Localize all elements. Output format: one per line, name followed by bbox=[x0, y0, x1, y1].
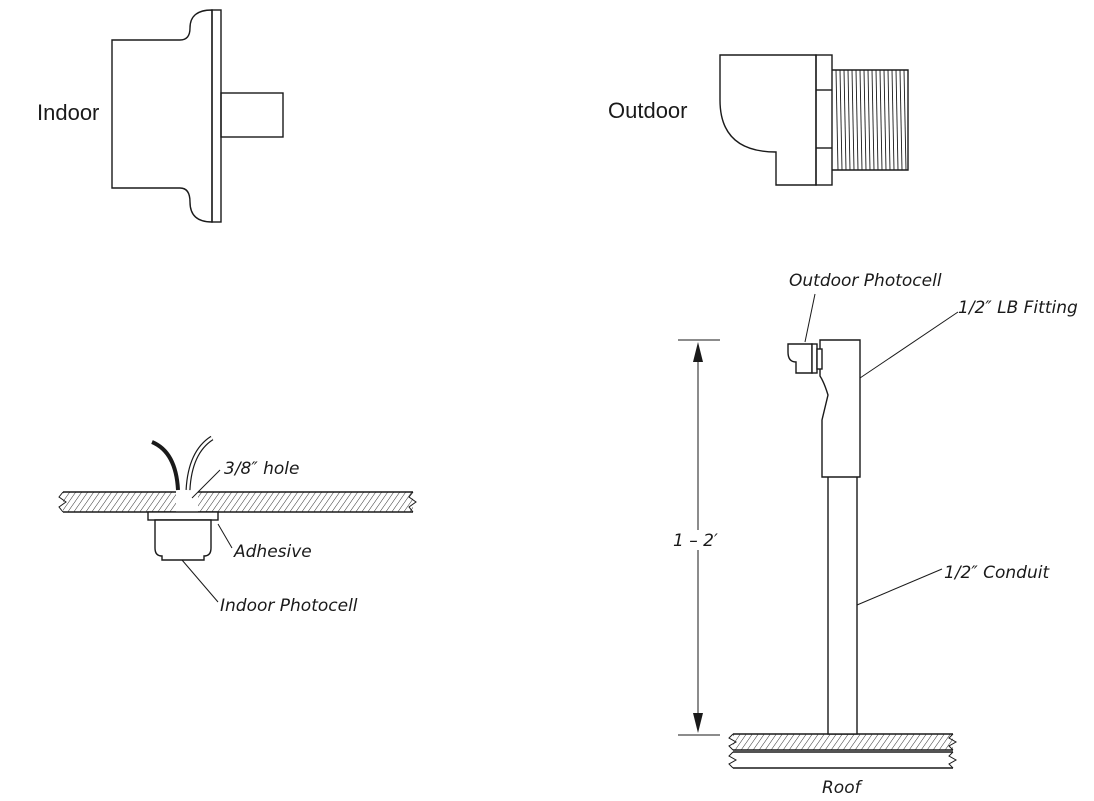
adhesive-label: Adhesive bbox=[233, 542, 312, 562]
indoor-photocell-label: Indoor Photocell bbox=[220, 596, 358, 616]
roof-label: Roof bbox=[822, 778, 864, 798]
thread-line bbox=[875, 69, 879, 171]
thread-line bbox=[903, 69, 907, 171]
indoor-photocell-side-view bbox=[111, 9, 284, 223]
white-wire bbox=[186, 436, 213, 491]
thread-line bbox=[891, 69, 895, 171]
thread-line bbox=[859, 69, 863, 171]
thread-line bbox=[855, 69, 859, 171]
thread-line bbox=[895, 69, 899, 171]
thread-line bbox=[871, 69, 875, 171]
thread-line bbox=[887, 69, 891, 171]
thread-line bbox=[879, 69, 883, 171]
hole-label: 3/8″ hole bbox=[224, 459, 299, 479]
outdoor-label: Outdoor bbox=[608, 98, 688, 123]
thread-line bbox=[851, 69, 855, 171]
thread-line bbox=[835, 69, 839, 171]
thread-line bbox=[843, 69, 847, 171]
thread-line bbox=[863, 69, 867, 171]
thread-line bbox=[847, 69, 851, 171]
outdoor-mount-assembly bbox=[678, 293, 959, 769]
outdoor-photocell-side-view: (function(){ var g = document.currentScr… bbox=[719, 54, 909, 186]
indoor-mount-section bbox=[58, 435, 417, 603]
thread-lines: (function(){ var g = document.currentScr… bbox=[835, 69, 907, 171]
thread-line bbox=[899, 69, 903, 171]
indoor-label: Indoor bbox=[37, 100, 99, 125]
height-dimension-label: 1 – 2′ bbox=[673, 531, 718, 551]
black-wire bbox=[151, 440, 180, 491]
lb-fitting-label: 1/2″ LB Fitting bbox=[958, 298, 1078, 318]
thread-line bbox=[883, 69, 887, 171]
outdoor-photocell-label: Outdoor Photocell bbox=[789, 271, 942, 291]
thread-line bbox=[839, 69, 843, 171]
thread-line bbox=[867, 69, 871, 171]
conduit-label: 1/2″ Conduit bbox=[944, 563, 1050, 583]
